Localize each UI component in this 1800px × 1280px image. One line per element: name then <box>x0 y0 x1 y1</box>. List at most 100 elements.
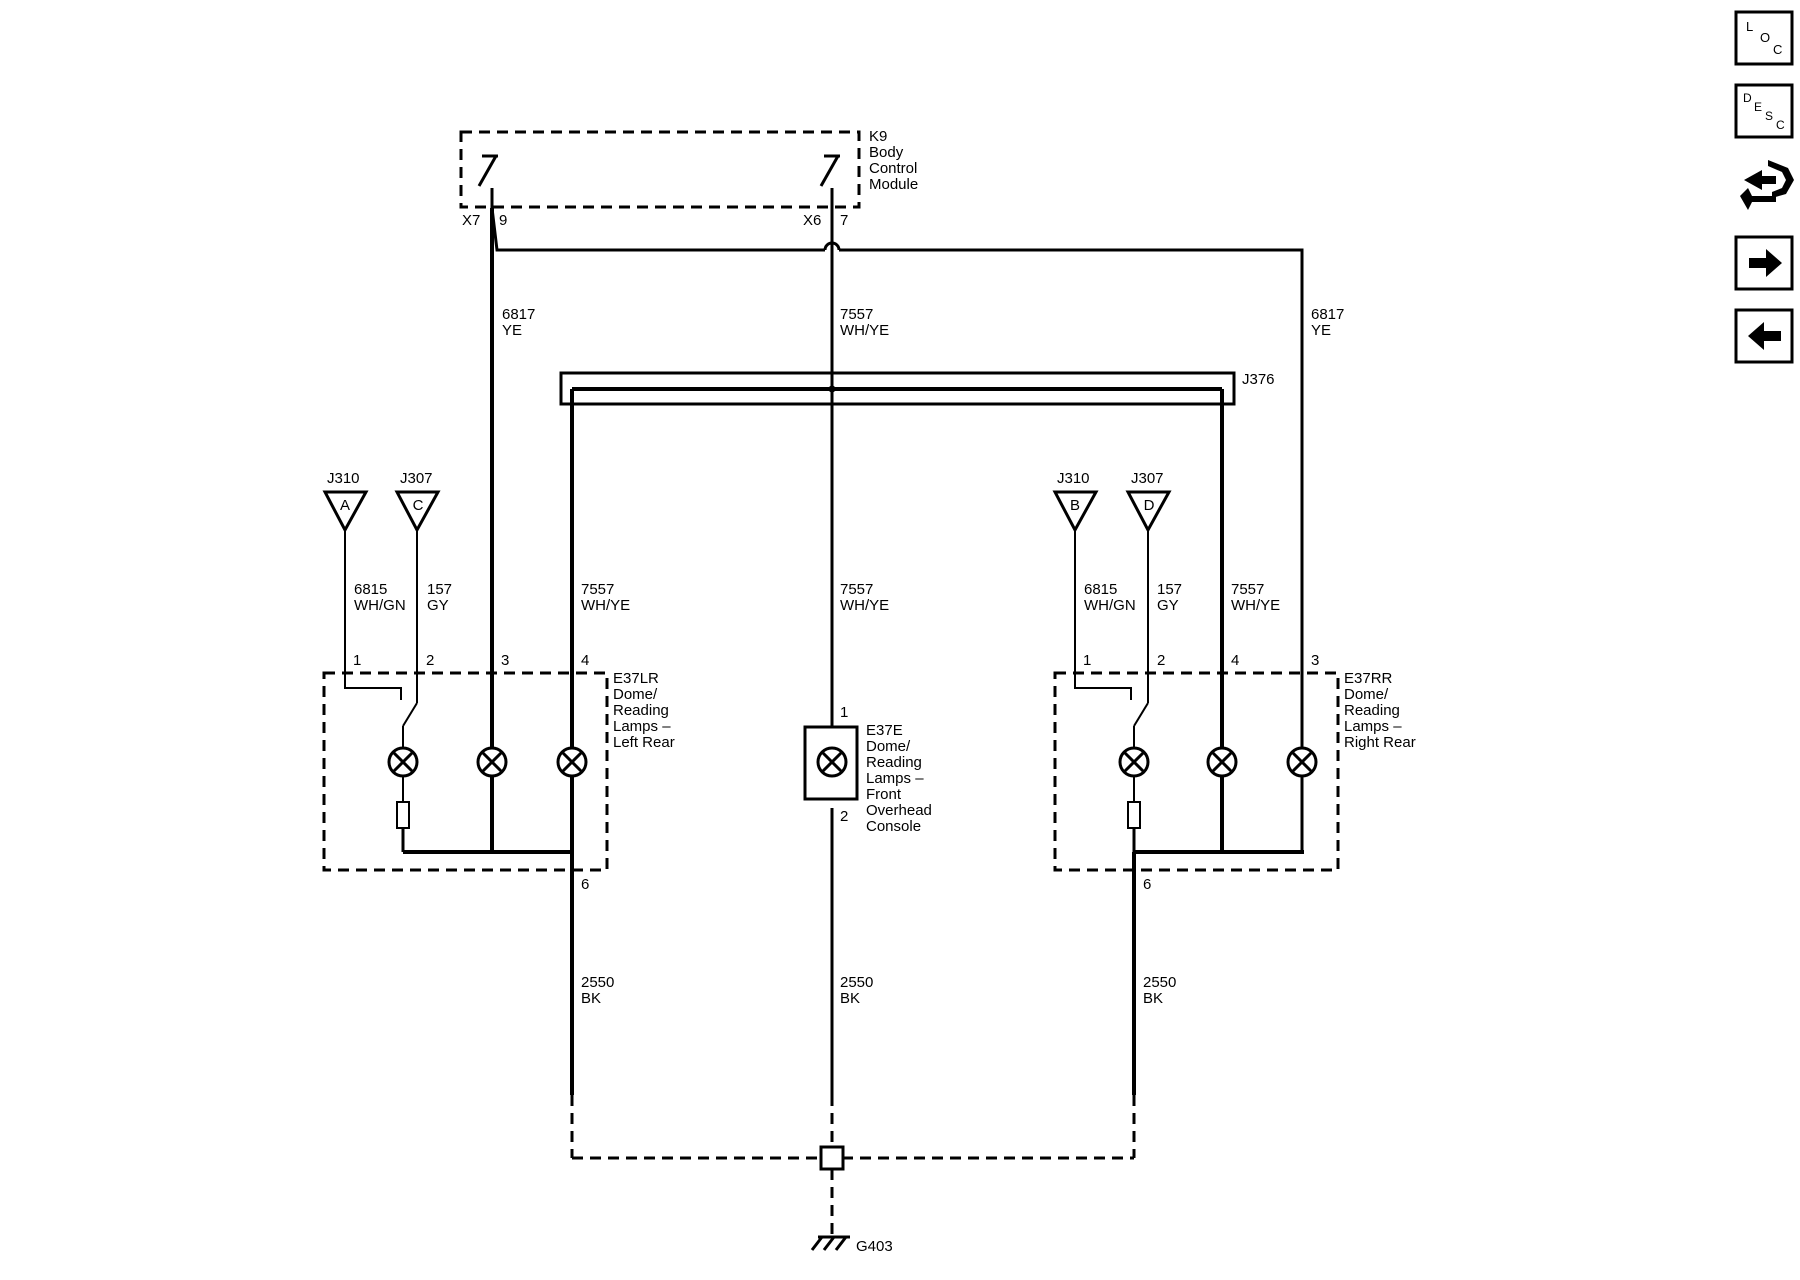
wire-2550-right-color: BK <box>1143 990 1163 1007</box>
pin-label: 4 <box>1231 652 1239 669</box>
bcm-connector-right: X6 <box>803 212 821 229</box>
body-control-module: K9 Body Control Module X7 9 X6 7 <box>459 128 918 229</box>
input-ref: J307 <box>1131 470 1164 487</box>
component-name-line: Dome/ <box>866 738 911 755</box>
component-ref: E37RR <box>1344 670 1393 687</box>
input-letter: C <box>413 497 424 514</box>
back-arrow-icon[interactable] <box>1734 308 1794 364</box>
wire-157-right-color: GY <box>1157 597 1179 614</box>
bulb-icon <box>816 746 848 778</box>
wire-6817-right-color: YE <box>1311 322 1331 339</box>
component-name-line: Lamps – <box>1344 718 1402 735</box>
component-name-line: Left Rear <box>613 734 675 751</box>
pin-label: 2 <box>426 652 434 669</box>
pin-label: 1 <box>840 704 848 721</box>
bulb-icon <box>1286 746 1318 778</box>
bcm-name-line: Control <box>869 160 917 177</box>
pin-label: 3 <box>501 652 509 669</box>
component-name-line: Reading <box>613 702 669 719</box>
wire-7557-center-number: 7557 <box>840 581 873 598</box>
wire-7557-right-color: WH/YE <box>1231 597 1280 614</box>
pin-label: 1 <box>1083 652 1091 669</box>
description-button[interactable]: D E S C <box>1734 83 1794 139</box>
component-ref: E37LR <box>613 670 659 687</box>
pin-label: 6 <box>1143 876 1151 893</box>
ground-symbol-icon <box>810 1235 850 1251</box>
wire-7557-top-number: 7557 <box>840 306 873 323</box>
wire-157-left-color: GY <box>427 597 449 614</box>
wire-157-left-number: 157 <box>427 581 452 598</box>
input-letter: D <box>1144 497 1155 514</box>
component-name-line: Front <box>866 786 902 803</box>
wire-6817-left-color: YE <box>502 322 522 339</box>
component-name-line: Console <box>866 818 921 835</box>
component-ref: E37E <box>866 722 903 739</box>
input-letter: B <box>1070 497 1080 514</box>
input-letter: A <box>340 497 350 514</box>
component-name-line: Lamps – <box>613 718 671 735</box>
desc-letter: D <box>1743 91 1752 105</box>
input-j310-a: J310 A <box>322 470 402 700</box>
component-name-line: Dome/ <box>613 686 658 703</box>
input-ref: J310 <box>1057 470 1090 487</box>
wire-6815-right-color: WH/GN <box>1084 597 1136 614</box>
pin-label: 6 <box>581 876 589 893</box>
loc-letter: C <box>1773 42 1782 57</box>
wires <box>490 207 1304 1095</box>
desc-letter: E <box>1754 100 1762 114</box>
bcm-pin-left: 9 <box>499 212 507 229</box>
wire-2550-right-number: 2550 <box>1143 974 1176 991</box>
pin-label: 3 <box>1311 652 1319 669</box>
component-name-line: Lamps – <box>866 770 924 787</box>
wire-6815-left-number: 6815 <box>354 581 387 598</box>
component-name-line: Right Rear <box>1344 734 1416 751</box>
location-button[interactable]: L O C <box>1734 10 1794 66</box>
bcm-pin-right: 7 <box>840 212 848 229</box>
ground-label: G403 <box>856 1238 893 1255</box>
wire-7557-right-number: 7557 <box>1231 581 1264 598</box>
pin-label: 1 <box>353 652 361 669</box>
pin-label: 2 <box>840 808 848 825</box>
ground-splice-icon <box>819 1145 845 1171</box>
loc-letter: O <box>1760 30 1770 45</box>
lamp-assembly-right-rear: 1 2 4 3 E37RR Dome/ Reading Lamps – Righ <box>1053 652 1416 893</box>
resistor-icon <box>396 801 410 829</box>
input-ref: J307 <box>400 470 433 487</box>
resistor-icon <box>1127 801 1141 829</box>
bcm-name-line: Body <box>869 144 904 161</box>
bulb-icon <box>387 746 419 778</box>
component-name-line: Dome/ <box>1344 686 1389 703</box>
wire-7557-left-number: 7557 <box>581 581 614 598</box>
lamp-front-overhead-console: 1 2 E37E Dome/ Reading Lamps – Front Ove… <box>803 704 932 835</box>
wire-6815-left-color: WH/GN <box>354 597 406 614</box>
component-name-line: Overhead <box>866 802 932 819</box>
wire-2550-left-number: 2550 <box>581 974 614 991</box>
desc-letter: C <box>1776 118 1785 132</box>
connector-icon[interactable] <box>1735 153 1794 213</box>
pin-label: 2 <box>1157 652 1165 669</box>
bulb-icon <box>556 746 588 778</box>
desc-letter: S <box>1765 109 1773 123</box>
wire-2550-center-color: BK <box>840 990 860 1007</box>
bcm-ref: K9 <box>869 128 887 145</box>
lamp-assembly-left-rear: 1 2 3 4 E37LR Dome/ Reading Lamps <box>322 652 675 893</box>
ground-network <box>570 1095 1136 1251</box>
bulb-icon <box>476 746 508 778</box>
wire-2550-left-color: BK <box>581 990 601 1007</box>
pin-label: 4 <box>581 652 589 669</box>
wire-7557-center-color: WH/YE <box>840 597 889 614</box>
bulb-icon <box>1206 746 1238 778</box>
wire-6817-right-number: 6817 <box>1311 306 1344 323</box>
wire-7557-top-color: WH/YE <box>840 322 889 339</box>
bulb-icon <box>1118 746 1150 778</box>
bcm-connector-left: X7 <box>462 212 480 229</box>
component-name-line: Reading <box>866 754 922 771</box>
wire-6817-left-number: 6817 <box>502 306 535 323</box>
component-name-line: Reading <box>1344 702 1400 719</box>
forward-arrow-icon[interactable] <box>1734 235 1794 291</box>
splice-pack-j376: J376 <box>1242 371 1275 388</box>
bcm-name-line: Module <box>869 176 918 193</box>
wire-6815-right-number: 6815 <box>1084 581 1117 598</box>
loc-letter: L <box>1746 19 1753 34</box>
